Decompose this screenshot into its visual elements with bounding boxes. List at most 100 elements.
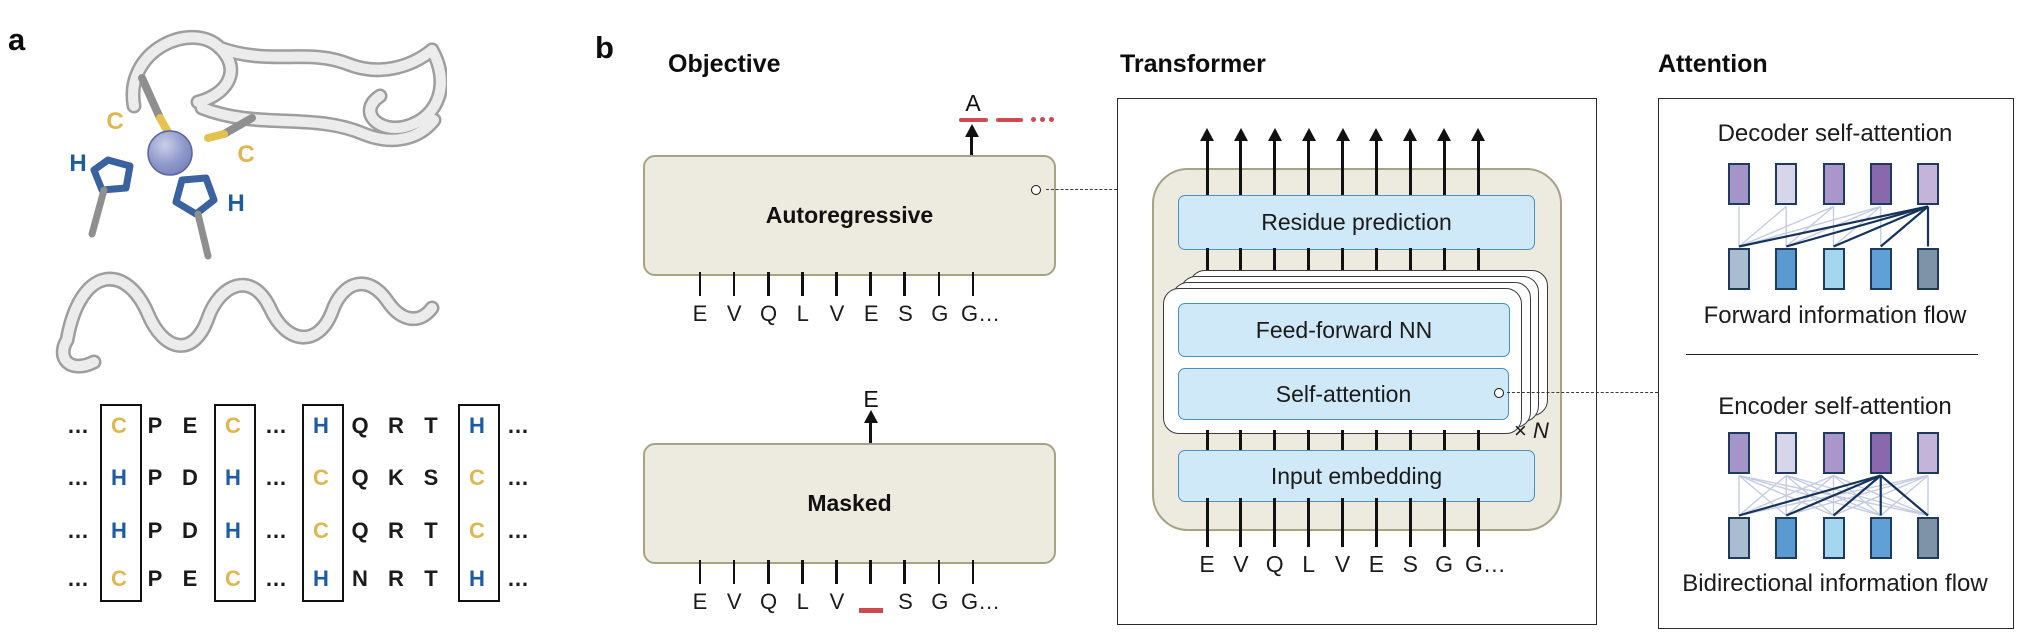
up-arrow-shaft (1205, 139, 1209, 195)
flow-line (1307, 498, 1311, 547)
connector-circle (1031, 185, 1041, 195)
up-arrow-shaft (1341, 139, 1344, 195)
alignment-token: … (265, 465, 287, 490)
alignment-token: S (423, 465, 439, 490)
predicted-residue-letter: A (965, 90, 981, 116)
alignment-token: D (182, 518, 198, 543)
histidine-sidechains (88, 156, 218, 260)
cysteine-sidechains (138, 74, 256, 142)
autoregressive-box-label: Autoregressive (765, 202, 934, 228)
up-arrow-head (1233, 128, 1248, 141)
attention-link (1738, 474, 1882, 517)
attention-token-rect (1775, 517, 1798, 559)
alignment-token: C (469, 465, 485, 490)
attention-token-rect (1869, 517, 1892, 559)
sequence-token: Q (759, 589, 778, 614)
alignment-token: … (265, 566, 287, 591)
sequence-token: S (1402, 551, 1418, 577)
flow-line (1408, 248, 1412, 290)
alignment-token: H (111, 465, 127, 490)
decoder-attention-caption: Forward information flow (1703, 302, 1967, 329)
flow-line (1239, 498, 1243, 547)
alignment-token: E (182, 413, 198, 438)
alignment-token: R (388, 518, 404, 543)
red-ellipsis-dot (1031, 117, 1036, 122)
panel-a-label: a (8, 22, 26, 57)
alignment-token: H (225, 518, 241, 543)
up-arrow-shaft (1476, 139, 1480, 195)
alignment-token: C (225, 413, 241, 438)
up-arrow-shaft (1239, 139, 1243, 195)
input-tick (903, 272, 907, 296)
input-tick (937, 560, 941, 584)
attention-token-rect (1775, 432, 1798, 474)
up-arrow-head (1471, 128, 1485, 141)
flow-line (1239, 248, 1243, 290)
alignment-token: H (225, 465, 241, 490)
alignment-column-box (100, 404, 142, 602)
input-tick (801, 560, 804, 584)
sequence-token: V (1233, 551, 1249, 577)
attention-token-rect (1822, 432, 1845, 474)
attention-link (1738, 205, 1881, 248)
flow-line (1476, 498, 1480, 547)
input-tick (971, 560, 975, 584)
autoregressive-box: Autoregressive (643, 155, 1056, 276)
flow-line (1205, 248, 1209, 290)
attention-token-rect (1822, 517, 1845, 559)
flow-line (1205, 498, 1209, 547)
sequence-token: L (1302, 551, 1316, 577)
dashed-connector (1507, 392, 1658, 393)
input-tick (869, 560, 872, 584)
feed-forward-label: Feed-forward NN (1255, 316, 1433, 343)
self-attention-label: Self-attention (1275, 380, 1412, 407)
alignment-token: … (67, 518, 89, 543)
input-tick (835, 560, 838, 584)
output-arrow-shaft (970, 135, 973, 155)
attention-heading: Attention (1658, 50, 1768, 78)
self-attention-block: Self-attention (1178, 368, 1509, 420)
attention-token-rect (1869, 163, 1892, 205)
up-arrow-shaft (1374, 139, 1378, 195)
flow-line (1273, 248, 1277, 290)
decoder-attention-title: Decoder self-attention (1717, 120, 1953, 147)
objective-heading: Objective (668, 50, 781, 78)
sequence-token: L (796, 589, 809, 614)
attention-token-rect (1728, 432, 1750, 474)
flow-line (1205, 430, 1209, 452)
attention-token-rect (1917, 517, 1939, 559)
up-arrow-head (1437, 128, 1452, 141)
input-tick (698, 272, 702, 296)
dashed-connector (1046, 189, 1117, 190)
encoder-attention-caption: Bidirectional information flow (1682, 570, 1988, 597)
sequence-token: G… (961, 589, 1001, 614)
flow-line (1408, 498, 1412, 547)
sequence-token: V (829, 589, 845, 614)
flow-line (1307, 430, 1311, 452)
output-arrow (964, 124, 979, 137)
sequence-token: E (1368, 551, 1385, 577)
attention-token-rect (1728, 163, 1750, 205)
alignment-token: C (225, 566, 241, 591)
up-arrow-shaft (1273, 139, 1277, 195)
flow-line (1239, 430, 1243, 452)
flow-line (1442, 498, 1446, 547)
input-tick (835, 272, 838, 296)
attention-link (1832, 474, 1882, 517)
alignment-token: T (424, 566, 438, 591)
alignment-token: … (507, 566, 529, 591)
sequence-token: E (692, 589, 708, 614)
alignment-token: H (469, 566, 485, 591)
alignment-token: H (469, 413, 485, 438)
flow-line (1374, 498, 1378, 547)
alignment-token: P (147, 566, 163, 591)
alignment-token: … (507, 518, 529, 543)
alignment-token: Q (351, 465, 369, 490)
connector-circle (1494, 388, 1504, 398)
encoder-query-row (1728, 432, 1939, 474)
sequence-token: G (931, 589, 949, 614)
up-arrow-shaft (1408, 139, 1412, 195)
cysteine-label: C (237, 141, 255, 168)
